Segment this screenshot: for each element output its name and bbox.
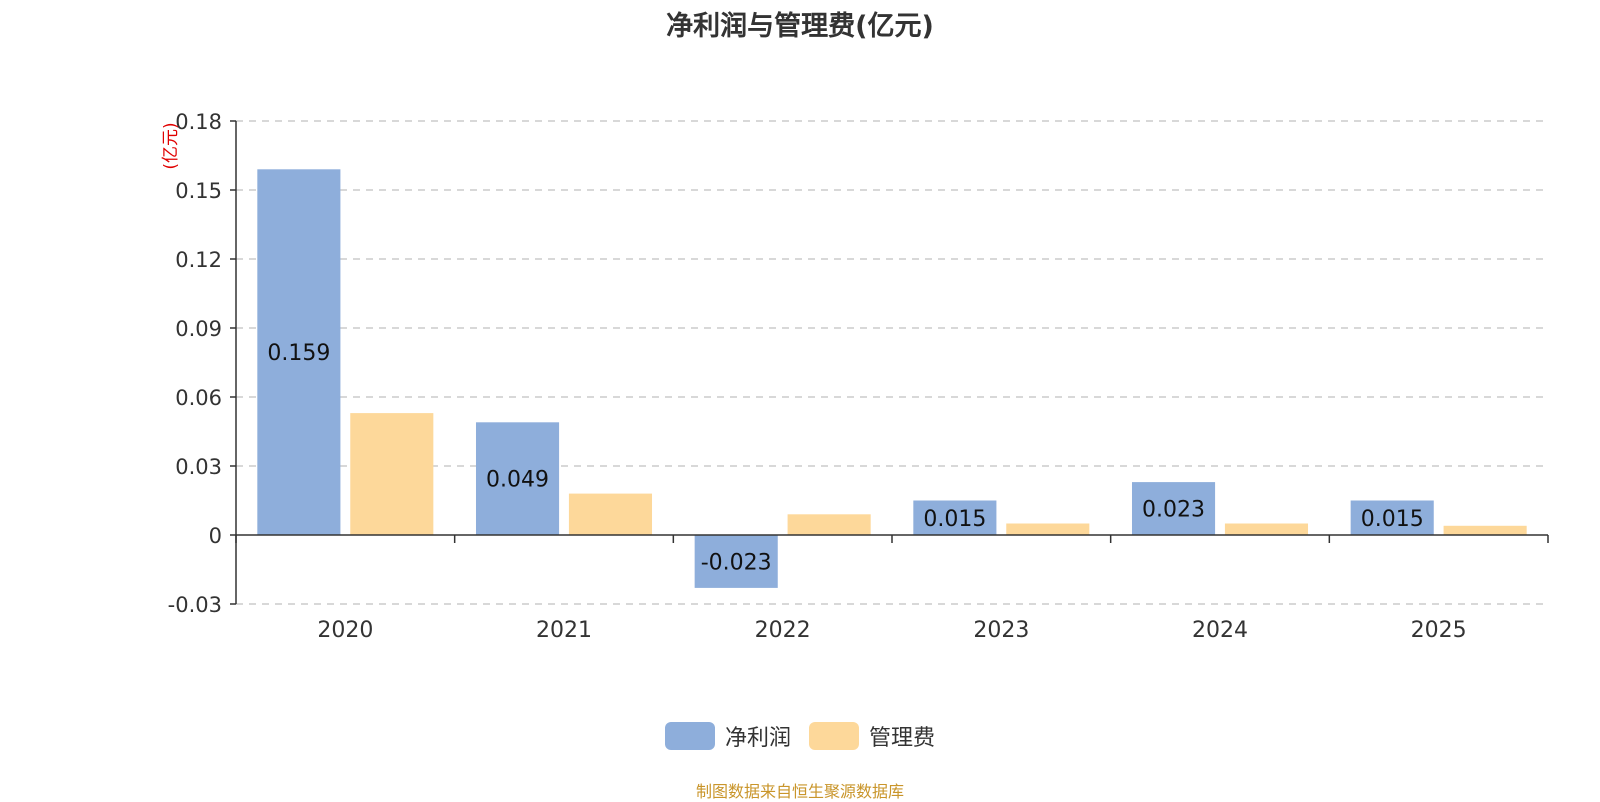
bar-chart: -0.03 0 0.03 0.06 0.09 0.12 0.15 0.18 2020 2021 20… <box>161 110 1549 643</box>
data-labels: 0.159 0.049 -0.023 0.015 0.023 0.015 <box>267 341 1423 575</box>
bars <box>257 169 1527 588</box>
legend-item-admin-expense[interactable]: 管理费 <box>809 720 935 752</box>
y-tick-label: 0 <box>209 524 222 548</box>
data-label: 0.023 <box>1142 498 1205 523</box>
legend: 净利润 管理费 <box>0 720 1600 752</box>
legend-item-net-profit[interactable]: 净利润 <box>664 720 791 752</box>
x-tick-label: 2020 <box>317 618 373 643</box>
bar-net-profit <box>257 169 341 536</box>
bar-admin-expense <box>568 493 653 535</box>
y-tick-label: 0.09 <box>175 317 222 341</box>
y-tick-label: -0.03 <box>168 593 222 617</box>
bar-net-profit <box>1350 500 1434 535</box>
data-label: 0.015 <box>923 507 986 532</box>
data-label: -0.023 <box>701 550 772 575</box>
bar-admin-expense <box>1443 525 1527 535</box>
y-tick-label: 0.15 <box>175 179 222 203</box>
legend-label-admin-expense: 管理费 <box>869 726 936 751</box>
legend-label-net-profit: 净利润 <box>724 726 791 751</box>
legend-swatch-admin-expense <box>809 722 859 750</box>
x-tick-label: 2023 <box>973 618 1029 643</box>
bar-net-profit <box>913 500 997 535</box>
x-tick-label: 2025 <box>1411 618 1467 643</box>
y-tick-label: 0.18 <box>175 110 222 134</box>
y-axis-unit-label: (亿元) <box>161 122 181 169</box>
x-tick-label: 2022 <box>755 618 811 643</box>
bar-net-profit <box>1131 482 1216 535</box>
bar-admin-expense <box>787 514 871 535</box>
axes: -0.03 0 0.03 0.06 0.09 0.12 0.15 0.18 2020 2021 20… <box>168 110 1549 643</box>
data-label: 0.159 <box>267 341 330 366</box>
y-tick-label: 0.03 <box>175 455 222 479</box>
bar-admin-expense <box>350 413 434 535</box>
chart-title: 净利润与管理费(亿元) <box>666 11 934 42</box>
legend-swatch-net-profit <box>664 722 715 750</box>
data-source-note: 制图数据来自恒生聚源数据库 <box>695 782 904 801</box>
bar-admin-expense <box>1224 523 1309 535</box>
y-tick-label: 0.12 <box>175 248 222 272</box>
data-label: 0.015 <box>1361 507 1424 532</box>
bar-admin-expense <box>1006 523 1090 535</box>
x-tick-label: 2021 <box>536 618 592 643</box>
grid-lines <box>236 120 1548 605</box>
x-tick-label: 2024 <box>1192 618 1248 643</box>
data-label: 0.049 <box>486 468 549 493</box>
bar-net-profit <box>694 535 778 588</box>
y-tick-label: 0.06 <box>175 386 222 410</box>
bar-net-profit <box>475 422 560 535</box>
